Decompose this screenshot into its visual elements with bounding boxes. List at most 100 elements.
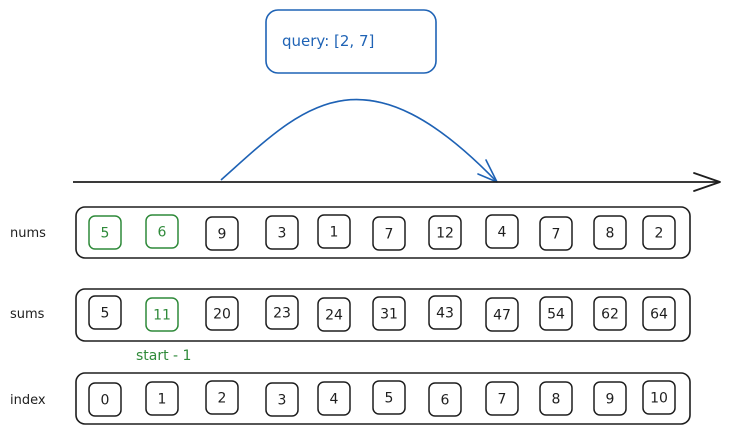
sums-cell-3: 23 — [265, 295, 299, 330]
index-cell-box — [265, 382, 299, 417]
row-container-index — [75, 372, 691, 425]
query-label: query: [2, 7] — [282, 32, 374, 50]
nums-cell-6: 12 — [428, 215, 462, 250]
nums-cell-8: 7 — [539, 216, 573, 251]
nums-cell-value: 1 — [330, 225, 339, 241]
nums-cell-box — [205, 216, 239, 251]
sums-cell-value: 23 — [273, 306, 291, 322]
index-cell-3: 3 — [265, 382, 299, 417]
sums-cells: 5 11 20 23 24 31 43 47 54 62 64 — [88, 295, 676, 332]
nums-cell-5: 7 — [372, 216, 406, 251]
query-box: query: [2, 7] — [265, 9, 437, 74]
index-cell-1: 1 — [145, 381, 179, 416]
nums-cell-box — [485, 214, 519, 249]
sums-cell-value: 31 — [380, 307, 398, 323]
nums-cell-10: 2 — [642, 215, 676, 250]
sums-cell-value: 5 — [101, 306, 110, 322]
index-cell-0: 0 — [88, 382, 122, 417]
sums-cell-value: 54 — [547, 307, 565, 323]
index-cell-2: 2 — [205, 380, 239, 415]
row-container-sums — [75, 288, 691, 342]
nums-cell-2: 9 — [205, 216, 239, 251]
query-range-arrow — [220, 98, 498, 183]
nums-cell-value: 8 — [606, 226, 615, 242]
nums-cell-box — [88, 215, 122, 250]
index-cells: 0 1 2 3 4 5 6 7 8 9 10 — [88, 380, 676, 417]
index-cell-value: 10 — [650, 391, 668, 407]
sums-cell-value: 11 — [153, 308, 171, 324]
index-cell-5: 5 — [372, 380, 406, 415]
sums-cell-10: 64 — [642, 296, 676, 331]
index-cell-box — [88, 382, 122, 417]
index-cell-10: 10 — [642, 380, 676, 415]
sums-cell-box — [205, 296, 239, 331]
index-cell-box — [205, 380, 239, 415]
nums-cell-value: 7 — [385, 227, 394, 243]
row-label-index: index — [10, 393, 46, 408]
nums-cell-box — [317, 214, 351, 249]
index-cell-6: 6 — [428, 382, 462, 417]
sums-cell-value: 62 — [601, 307, 619, 323]
index-cell-value: 7 — [498, 392, 507, 408]
nums-cell-value: 12 — [436, 226, 454, 242]
sums-cell-9: 62 — [593, 296, 627, 331]
sums-cell-box — [372, 296, 406, 331]
sums-cell-0: 5 — [88, 295, 122, 330]
index-cell-box — [372, 380, 406, 415]
index-cell-value: 0 — [101, 393, 110, 409]
nums-cell-value: 5 — [101, 226, 110, 242]
nums-cell-box — [428, 215, 462, 250]
sums-cell-box — [642, 296, 676, 331]
nums-cell-7: 4 — [485, 214, 519, 249]
sums-cell-box — [539, 296, 573, 331]
sums-cell-8: 54 — [539, 296, 573, 331]
sums-cell-box — [265, 295, 299, 330]
index-cell-value: 6 — [441, 393, 450, 409]
nums-cell-4: 1 — [317, 214, 351, 249]
nums-cell-9: 8 — [593, 215, 627, 250]
nums-cell-value: 2 — [655, 226, 664, 242]
index-cell-box — [539, 381, 573, 416]
nums-cell-1: 6 — [145, 214, 179, 249]
sums-cell-7: 47 — [485, 297, 519, 332]
index-cell-box — [145, 381, 179, 416]
index-cell-7: 7 — [485, 381, 519, 416]
index-cell-value: 9 — [606, 392, 615, 408]
sums-cell-value: 43 — [436, 306, 454, 322]
sums-cell-4: 24 — [317, 297, 351, 332]
sums-cell-value: 24 — [325, 308, 343, 324]
row-label-sums: sums — [10, 307, 45, 322]
axis-arrow — [73, 172, 721, 192]
sums-cell-6: 43 — [428, 295, 462, 330]
sums-cell-box — [428, 295, 462, 330]
row-container-nums — [75, 206, 691, 259]
sums-cell-1: 11 — [145, 297, 179, 332]
row-label-nums: nums — [10, 226, 46, 241]
sums-cell-box — [485, 297, 519, 332]
nums-cell-3: 3 — [265, 215, 299, 250]
nums-cell-value: 9 — [218, 227, 227, 243]
sums-cell-value: 20 — [213, 307, 231, 323]
index-cell-value: 3 — [278, 393, 287, 409]
index-cell-value: 4 — [330, 392, 339, 408]
sums-cell-value: 47 — [493, 308, 511, 324]
index-cell-value: 8 — [552, 392, 561, 408]
index-cell-9: 9 — [593, 381, 627, 416]
index-cell-4: 4 — [317, 381, 351, 416]
sums-cell-box — [88, 295, 122, 330]
nums-cell-value: 3 — [278, 226, 287, 242]
nums-cell-value: 7 — [552, 227, 561, 243]
sums-cell-2: 20 — [205, 296, 239, 331]
nums-cell-box — [145, 214, 179, 249]
nums-cell-0: 5 — [88, 215, 122, 250]
index-cell-box — [317, 381, 351, 416]
nums-cell-value: 6 — [158, 225, 167, 241]
nums-cell-value: 4 — [498, 225, 507, 241]
nums-cell-box — [539, 216, 573, 251]
start-minus-one-annotation: start - 1 — [136, 348, 191, 364]
index-cell-value: 1 — [158, 392, 167, 408]
nums-cell-box — [265, 215, 299, 250]
index-cell-8: 8 — [539, 381, 573, 416]
nums-cell-box — [642, 215, 676, 250]
